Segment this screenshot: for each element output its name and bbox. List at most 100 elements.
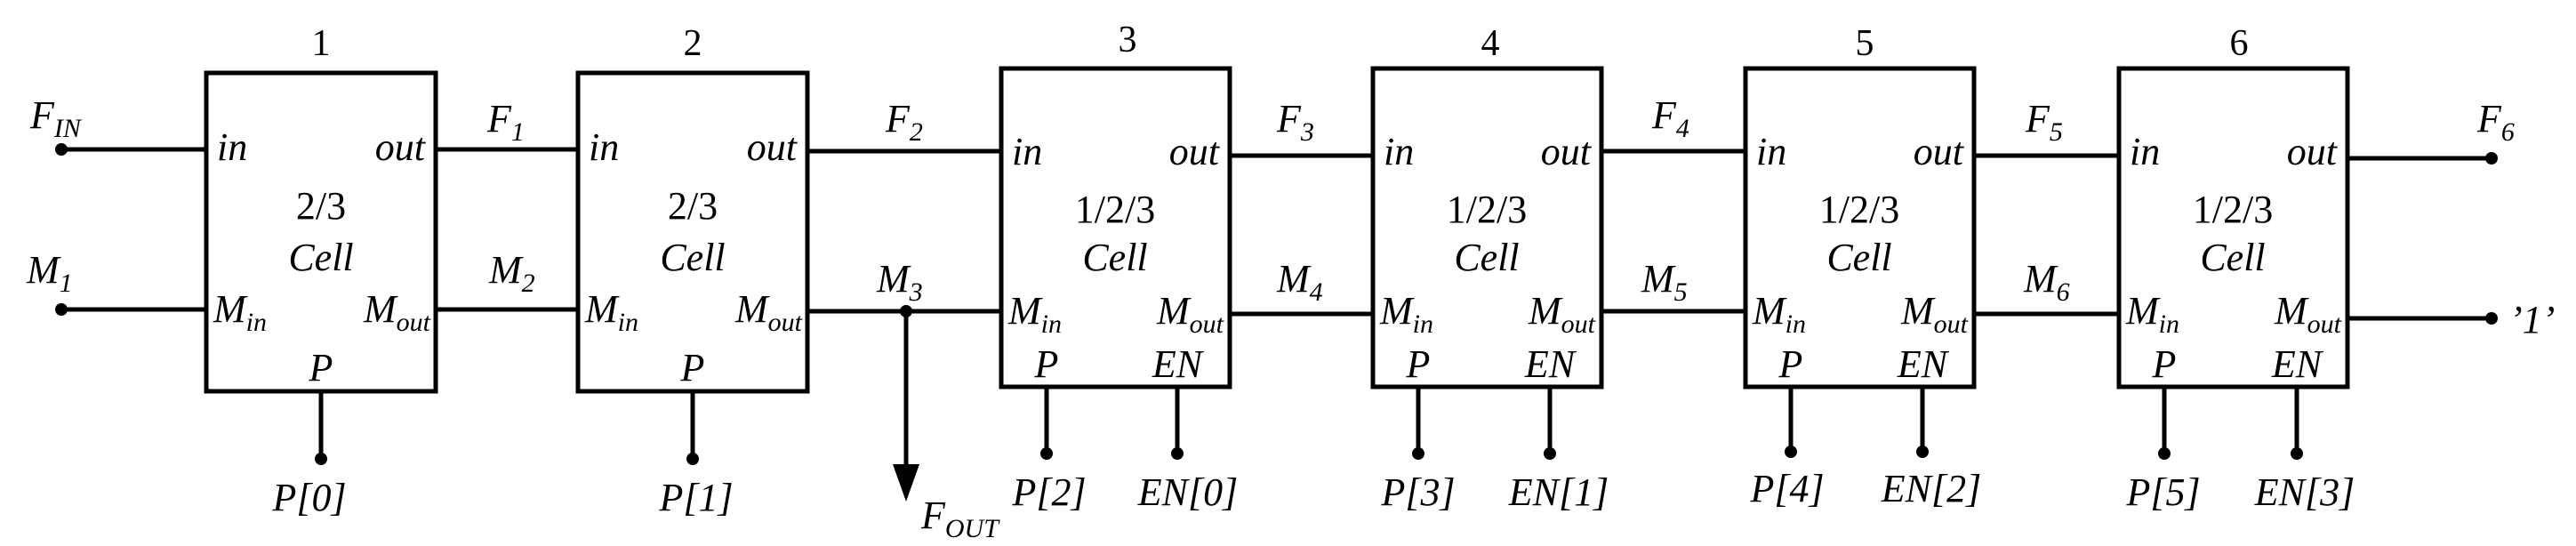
cell-5-p-label: P[4] xyxy=(1749,467,1824,510)
m1-label: M1 xyxy=(26,248,73,298)
cell-5-number: 5 xyxy=(1856,23,1874,64)
m2-signal: M2 xyxy=(436,248,578,312)
m4-label: M4 xyxy=(1276,257,1323,307)
cell-5-en-label: EN[2] xyxy=(1881,467,1981,510)
cell-4-number: 4 xyxy=(1481,23,1500,64)
fin-label: FIN xyxy=(29,93,83,143)
cell-6-min-port: Min xyxy=(2125,289,2179,339)
f1-signal: F1 xyxy=(436,97,578,152)
f6-output: F6 xyxy=(2347,97,2515,165)
one-terminal xyxy=(2485,312,2498,325)
f2-label: F2 xyxy=(885,97,923,147)
cell-2-out-port: out xyxy=(747,125,798,169)
cell-4-box xyxy=(1370,66,1604,389)
f3-signal: F3 xyxy=(1230,97,1373,158)
cell-5-box xyxy=(1743,66,1977,389)
cell-3-mout-port: Mout xyxy=(1156,289,1224,339)
cell-5: 5 in out 1/2/3 Cell Min Mout P EN P[4] E… xyxy=(1743,23,1981,510)
cell-1-box xyxy=(204,70,438,394)
cell-6-number: 6 xyxy=(2230,23,2249,64)
cell-2-p-terminal xyxy=(686,453,699,465)
cell-2-ratio: 2/3 xyxy=(668,184,718,228)
f5-label: F5 xyxy=(2025,97,2063,147)
cell-2-p-label: P[1] xyxy=(658,476,733,519)
cell-2-box xyxy=(575,70,810,394)
cell-3-out-port: out xyxy=(1169,130,1221,173)
fout-label: FOUT xyxy=(920,494,1000,543)
cell-6-en-terminal xyxy=(2291,447,2303,460)
one-label: ’1’ xyxy=(2509,298,2555,341)
cell-5-p-terminal xyxy=(1785,446,1797,458)
cell-2-number: 2 xyxy=(684,23,702,64)
cell-4-p-port: P xyxy=(1406,342,1431,386)
f2-signal: F2 xyxy=(807,97,1001,154)
cell-5-out-port: out xyxy=(1914,130,1965,173)
f3-label: F3 xyxy=(1276,97,1314,147)
cell-2-type: Cell xyxy=(660,236,725,279)
cell-2-p-port: P xyxy=(680,346,705,389)
cell-2-min-port: Min xyxy=(584,287,638,337)
cell-6-out-port: out xyxy=(2287,130,2339,173)
cell-4-out-port: out xyxy=(1541,130,1593,173)
cell-3-p-port: P xyxy=(1034,342,1059,386)
fout-arrowhead xyxy=(893,464,919,502)
cell-4-type: Cell xyxy=(1454,236,1519,279)
cell-3-en-port: EN xyxy=(1152,342,1205,386)
cell-3-box xyxy=(999,66,1232,389)
cell-2: 2 in out 2/3 Cell Min Mout P P[1] xyxy=(575,23,810,519)
cell-4-min-port: Min xyxy=(1379,289,1433,339)
cell-3-en-terminal xyxy=(1171,447,1184,460)
m6-label: M6 xyxy=(2023,257,2070,307)
f4-label: F4 xyxy=(1651,93,1689,143)
cell-1-p-terminal xyxy=(315,453,327,465)
cell-5-en-port: EN xyxy=(1897,342,1950,386)
cell-1-type: Cell xyxy=(288,236,353,279)
cell-1-ratio: 2/3 xyxy=(296,184,346,228)
cell-1-number: 1 xyxy=(312,23,331,64)
cell-3-type: Cell xyxy=(1082,236,1147,279)
cell-6-mout-port: Mout xyxy=(2274,289,2342,339)
cell-6-p-port: P xyxy=(2152,342,2177,386)
cell-4-en-terminal xyxy=(1544,447,1556,460)
cell-6-p-terminal xyxy=(2158,447,2171,460)
cell-4-mout-port: Mout xyxy=(1528,289,1596,339)
cell-4: 4 in out 1/2/3 Cell Min Mout P EN P[3] E… xyxy=(1370,23,1609,514)
cell-2-mout-port: Mout xyxy=(734,287,803,337)
cell-6: 6 in out 1/2/3 Cell Min Mout P EN P[5] E… xyxy=(2116,23,2355,514)
cell-4-ratio: 1/2/3 xyxy=(1447,188,1527,231)
cell-5-in-port: in xyxy=(1756,130,1786,173)
m5-label: M5 xyxy=(1641,257,1688,307)
cell-5-min-port: Min xyxy=(1752,289,1806,339)
f1-label: F1 xyxy=(486,97,525,147)
fin-input: FIN xyxy=(29,93,206,156)
cell-3-ratio: 1/2/3 xyxy=(1075,188,1155,231)
cell-3-min-port: Min xyxy=(1007,289,1062,339)
cell-6-in-port: in xyxy=(2130,130,2160,173)
cell-3-en-label: EN[0] xyxy=(1137,470,1238,514)
cell-4-en-port: EN xyxy=(1524,342,1577,386)
cell-2-in-port: in xyxy=(589,125,619,169)
cell-5-p-port: P xyxy=(1778,342,1803,386)
cell-1-p-label: P[0] xyxy=(271,476,346,519)
m3-label: M3 xyxy=(876,257,923,307)
cell-1: 1 in out 2/3 Cell Min Mout P P[0] xyxy=(204,23,438,519)
cell-1-min-port: Min xyxy=(213,287,267,337)
cell-4-in-port: in xyxy=(1384,130,1414,173)
m6-signal: M6 xyxy=(1974,257,2119,317)
cell-1-out-port: out xyxy=(375,125,427,169)
cell-6-en-port: EN xyxy=(2271,342,2324,386)
m3-signal: M3 FOUT xyxy=(807,257,1001,543)
f4-signal: F4 xyxy=(1601,93,1745,154)
cell-5-type: Cell xyxy=(1826,236,1891,279)
cell-1-p-port: P xyxy=(309,346,333,389)
f6-terminal xyxy=(2485,152,2498,165)
cell-5-en-terminal xyxy=(1916,446,1929,458)
cell-6-type: Cell xyxy=(2200,236,2265,279)
cell-4-en-label: EN[1] xyxy=(1508,470,1609,514)
cell-1-mout-port: Mout xyxy=(363,287,431,337)
f5-signal: F5 xyxy=(1974,97,2119,158)
cell-3-p-label: P[2] xyxy=(1011,470,1086,514)
m4-signal: M4 xyxy=(1230,257,1373,317)
cell-6-box xyxy=(2116,66,2350,389)
